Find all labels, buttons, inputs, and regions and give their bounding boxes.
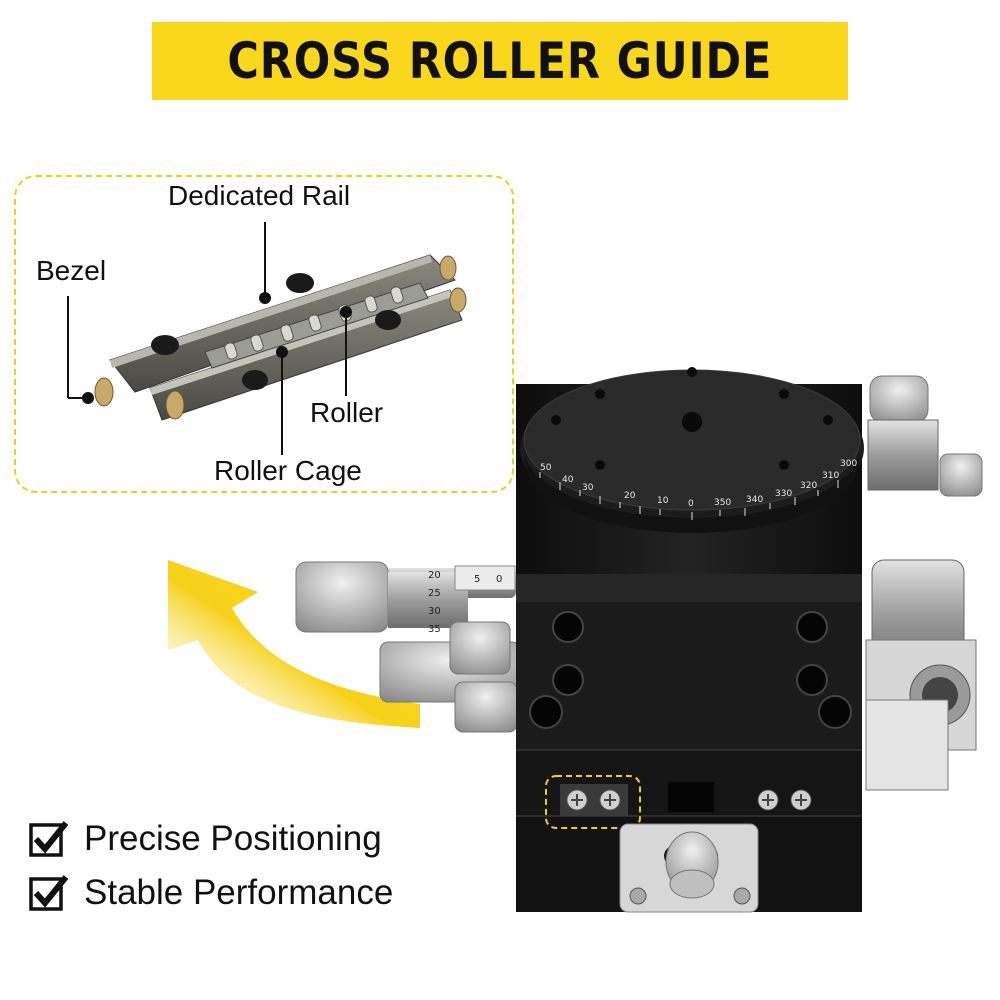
micrometer-scale-label: 5 [474,574,480,585]
checkbox-checked-icon [29,821,68,857]
dial-tick-label: 320 [800,481,817,491]
dedicated-rail-label: Dedicated Rail [168,180,351,211]
feature-text: Stable Performance [84,873,394,912]
callout-leaders [67,222,347,455]
dial-tick-label: 310 [822,471,839,481]
xyz-rotary-stage: 50 40 30 20 10 0 350 340 330 320 310 300… [295,367,983,913]
roller-label: Roller [310,397,384,428]
feature-item: Stable Performance [28,866,393,920]
dial-tick-label: 0 [688,499,694,509]
bezel-marker [82,392,94,404]
dial-tick-label: 300 [840,459,857,469]
micrometer-scale-label: 25 [428,588,441,599]
yellow-arrow-icon [168,560,420,728]
dial-tick-label: 330 [775,489,792,499]
dial-tick-label: 10 [657,496,669,506]
dial-tick-label: 40 [562,475,574,485]
roller-cage-label: Roller Cage [214,455,362,486]
dial-tick-label: 20 [624,491,636,501]
roller-marker [340,306,352,318]
roller-cage-marker [276,346,288,358]
callout-box [14,175,514,493]
dial-tick-label: 50 [540,463,552,473]
bezel-label: Bezel [36,255,107,286]
dial-tick-label: 350 [714,498,731,508]
dedicated-rail-marker [259,292,271,304]
dial-tick-label: 340 [746,495,763,505]
page-title: CROSS ROLLER GUIDE [227,32,773,90]
feature-item: Precise Positioning [28,812,393,866]
feature-list: Precise Positioning Stable Performance [28,812,393,920]
micrometer-scale-label: 35 [428,624,441,635]
micrometer-scale-label: 0 [496,574,502,585]
micrometer-scale-label: 20 [428,570,441,581]
dial-tick-label: 30 [582,483,594,493]
micrometer-scale-label: 30 [428,606,441,617]
title-banner: CROSS ROLLER GUIDE [152,22,848,100]
cross-roller-rail [94,254,467,421]
feature-text: Precise Positioning [84,819,382,858]
checkbox-checked-icon [29,875,68,911]
